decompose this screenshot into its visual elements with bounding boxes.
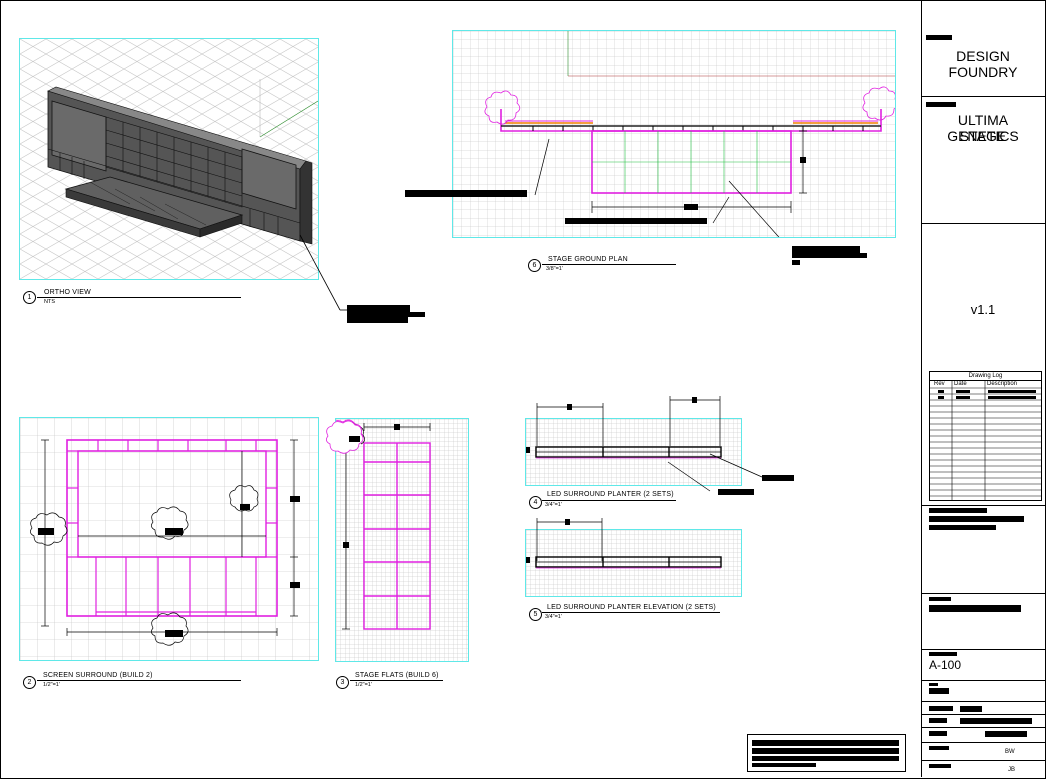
drawing-log-table: Drawing Log Rev Date Description <box>929 371 1042 501</box>
caption-rule <box>542 612 720 613</box>
redacted-label <box>929 764 951 768</box>
general-notes-box <box>747 734 906 772</box>
screen-surround-drawing <box>20 418 318 660</box>
view-title: ORTHO VIEW <box>44 289 91 296</box>
redacted-note <box>347 305 410 312</box>
drawing-log-grid <box>930 380 1041 500</box>
view-title: STAGE FLATS (BUILD 6) <box>355 672 439 679</box>
view-scale: NTS <box>44 299 55 305</box>
led-planter-elevation-view[interactable] <box>525 529 742 597</box>
view-number-badge: 3 <box>336 676 349 689</box>
led-planter-elevation-drawing <box>526 530 741 596</box>
view-number-badge: 1 <box>23 291 36 304</box>
caption-rule <box>350 680 443 681</box>
redacted-label <box>960 706 982 712</box>
version-label: v1.1 <box>970 302 996 317</box>
redacted-note <box>405 190 527 197</box>
ortho-view-drawing <box>20 39 318 279</box>
title-block-rule <box>921 505 1045 506</box>
drawing-log-col-date: Date <box>954 381 967 387</box>
view-scale: 3/4"=1' <box>545 614 562 620</box>
drawing-log-col-rev: Rev <box>934 381 945 387</box>
title-block <box>921 0 1045 777</box>
company-name-2: FOUNDRY <box>948 64 1018 80</box>
view-title: SCREEN SURROUND (BUILD 2) <box>43 672 153 679</box>
ortho-leader <box>299 234 348 311</box>
view-title: STAGE GROUND PLAN <box>548 256 628 263</box>
view-scale: 1/2"=1' <box>43 682 60 688</box>
led-planter-view[interactable] <box>525 418 742 486</box>
redacted-label <box>929 731 947 736</box>
caption-rule <box>37 297 241 298</box>
title-block-rule <box>921 760 1045 761</box>
redacted-label <box>929 508 987 513</box>
redacted-note <box>718 489 754 495</box>
title-block-rule <box>921 96 1045 97</box>
title-block-rule <box>921 714 1045 715</box>
redacted-label <box>926 35 952 40</box>
checked-by: JB <box>1008 767 1016 773</box>
redacted-label <box>985 731 1027 737</box>
caption-rule <box>542 264 676 265</box>
title-block-rule <box>921 701 1045 702</box>
redacted-note <box>565 218 707 224</box>
view-number-badge: 2 <box>23 676 36 689</box>
redacted-label <box>929 605 1021 612</box>
company-name: DESIGN <box>956 48 1010 64</box>
redacted-label <box>929 746 949 750</box>
sheet-number: A-100 <box>929 658 962 672</box>
redacted-label <box>929 597 951 601</box>
drawn-by: BW <box>1005 749 1015 755</box>
view-number-badge: 6 <box>528 259 541 272</box>
view-number-badge: 4 <box>529 496 542 509</box>
drawing-log-title: Drawing Log <box>930 372 1041 381</box>
stage-flats-view[interactable] <box>335 418 469 662</box>
stage-ground-plan-drawing <box>453 31 895 237</box>
view-number-badge: 5 <box>529 608 542 621</box>
redacted-label <box>929 718 947 723</box>
redacted-label <box>929 525 996 530</box>
stage-ground-plan-view[interactable] <box>452 30 896 238</box>
title-block-rule <box>921 727 1045 728</box>
redacted-label <box>929 516 1024 522</box>
redacted-note <box>792 253 867 258</box>
title-block-rule <box>921 680 1045 681</box>
redacted-label <box>929 683 938 686</box>
view-scale: 1/2"=1' <box>355 682 372 688</box>
view-title: LED SURROUND PLANTER ELEVATION (2 SETS) <box>547 604 716 611</box>
screen-surround-view[interactable] <box>19 417 319 661</box>
redacted-note <box>792 260 800 265</box>
title-block-rule <box>921 223 1045 224</box>
redacted-note <box>762 475 794 481</box>
led-planter-elevation-dims <box>536 518 603 561</box>
view-scale: 3/4"=1' <box>545 502 562 508</box>
redacted-label <box>960 718 1032 724</box>
title-block-rule <box>921 649 1045 650</box>
redacted-note <box>347 312 425 317</box>
led-planter-dims <box>536 396 763 492</box>
redacted-note <box>347 317 408 323</box>
caption-rule <box>542 500 676 501</box>
title-block-rule <box>921 593 1045 594</box>
stage-flats-cloud <box>326 420 364 454</box>
redacted-note <box>792 246 860 253</box>
redacted-label <box>929 706 953 711</box>
stage-flats-drawing <box>336 419 468 661</box>
redacted-label <box>929 688 949 694</box>
title-block-rule <box>921 742 1045 743</box>
view-scale: 3/8"=1' <box>546 266 563 272</box>
view-title: LED SURROUND PLANTER (2 SETS) <box>547 491 674 498</box>
caption-rule <box>37 680 241 681</box>
ortho-view[interactable] <box>19 38 319 280</box>
redacted-label <box>929 652 957 656</box>
led-planter-drawing <box>526 419 741 485</box>
project-name: ULTIMA GENETICS <box>947 112 1019 144</box>
redacted-label <box>926 102 956 107</box>
drawing-log-col-description: Description <box>987 381 1018 387</box>
project-name-2: STAGE <box>959 128 1007 144</box>
